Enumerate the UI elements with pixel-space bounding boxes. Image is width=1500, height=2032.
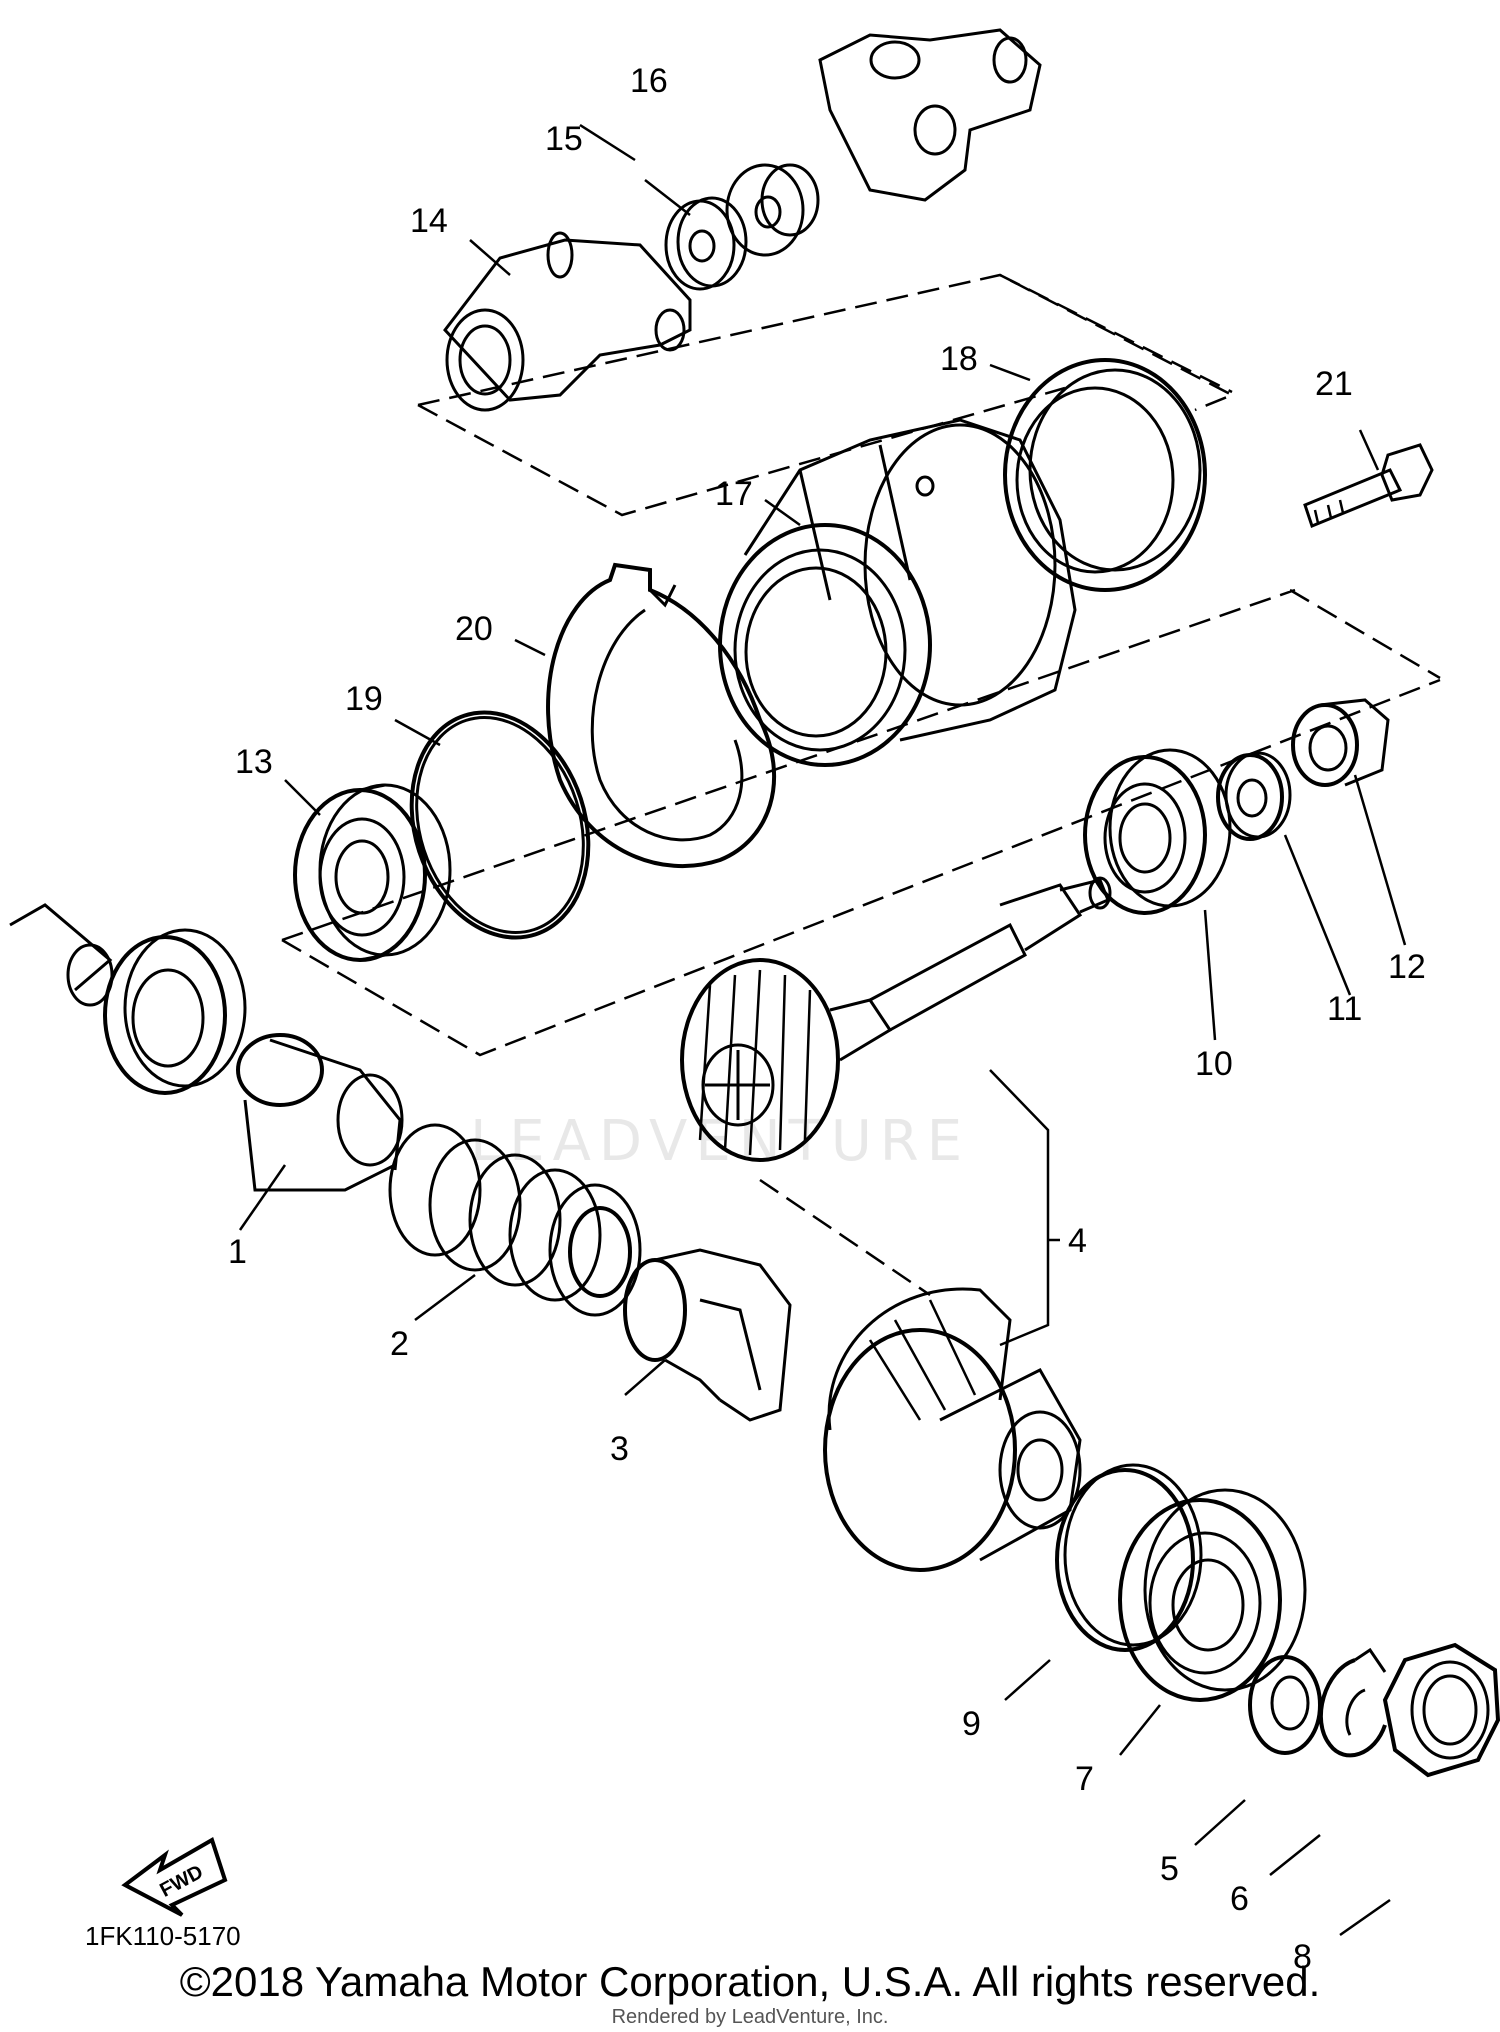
nut-part-12 [1291,698,1390,787]
diagram-code: 1FK110-5170 [85,1921,241,1951]
part-label-1: 1 [228,1233,247,1271]
part-label-17: 17 [715,475,753,513]
plate-part-20 [546,562,776,869]
bearing-part-7 [1118,1488,1307,1702]
universal-joint [818,28,1042,202]
part-label-9: 9 [962,1705,981,1743]
part-label-11: 11 [1327,990,1362,1028]
part-label-19: 19 [345,680,383,718]
part-label-18: 18 [940,340,978,378]
bolt-part-21 [1303,443,1434,528]
lock-washer-part-6 [1319,1647,1387,1758]
part-label-21: 21 [1315,365,1353,403]
washer-part-15 [664,196,748,291]
part-label-10: 10 [1195,1045,1233,1083]
part-label-8: 8 [1293,1938,1312,1976]
part-label-7: 7 [1075,1760,1094,1798]
housing-part-17 [718,418,1077,767]
lower-assembly-boundary [759,1178,931,1297]
pinion-gear-shaft-part-4 [680,876,1112,1162]
part-label-14: 14 [410,202,448,240]
yoke-part-14 [443,231,692,412]
shim-part-9-ring [1055,1463,1203,1652]
upper-assembly-boundary [417,273,1235,412]
copyright-notice: ©2018 Yamaha Motor Corporation, U.S.A. A… [179,1958,1321,2005]
nut-part-8 [1382,1642,1500,1778]
part-label-5: 5 [1160,1850,1179,1888]
left-bearing [103,928,247,1095]
o-ring-part-19 [409,710,591,940]
part-label-13: 13 [235,743,273,781]
part-label-20: 20 [455,610,493,648]
part-label-12: 12 [1388,948,1426,986]
bearing-part-13 [293,783,452,962]
seal-part-18 [1003,358,1207,592]
part-label-4: 4 [1068,1222,1087,1260]
part-label-6: 6 [1230,1880,1249,1918]
collar-part-1 [236,1033,404,1192]
bearing-part-10 [1083,748,1232,915]
part-label-15: 15 [545,120,583,158]
cam-part-3 [623,1248,792,1422]
spring-part-2 [388,1123,642,1317]
fwd-arrow: FWD [121,1837,228,1917]
leader-lines [238,123,1407,1937]
washer-part-5 [1248,1655,1322,1755]
shim-part-11 [1216,751,1292,841]
left-shaft [9,903,114,1007]
part-label-16: 16 [630,62,668,100]
nut-part-16 [725,163,820,257]
upper-assembly-boundary-2 [417,273,1233,517]
middle-assembly-boundary [281,588,1441,1057]
part-label-3: 3 [610,1430,629,1468]
rendered-by-note: Rendered by LeadVenture, Inc. [611,2006,889,2028]
part-label-2: 2 [390,1325,409,1363]
ring-gear-part-9 [823,1287,1082,1572]
